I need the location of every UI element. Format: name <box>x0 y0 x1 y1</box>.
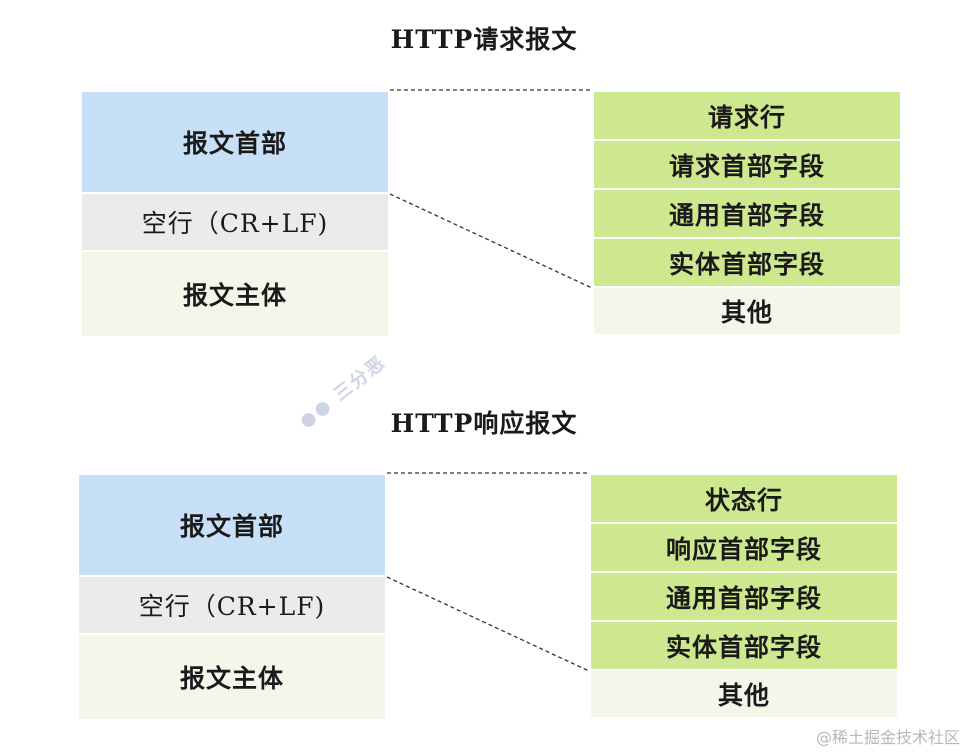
request-general-fields-box: 通用首部字段 <box>594 190 900 237</box>
request-title: HTTP请求报文 <box>390 25 578 54</box>
response-other-box: 其他 <box>591 671 897 717</box>
response-entity-fields-box: 实体首部字段 <box>591 622 897 669</box>
request-other-box: 其他 <box>594 288 900 334</box>
response-bottom-connector <box>386 576 590 672</box>
request-entity-fields-box: 实体首部字段 <box>594 239 900 286</box>
request-blank-line-box: 空行（CR+LF) <box>82 194 388 250</box>
request-header-box: 报文首部 <box>82 92 388 192</box>
site-credit: @稀土掘金技术社区 <box>815 728 960 747</box>
request-bottom-connector <box>389 193 593 289</box>
response-header-box: 报文首部 <box>79 475 385 575</box>
response-blank-line-box: 空行（CR+LF) <box>79 577 385 633</box>
request-header-fields-box: 请求首部字段 <box>594 141 900 188</box>
request-line-box: 请求行 <box>594 92 900 139</box>
status-line-box: 状态行 <box>591 475 897 522</box>
response-general-fields-box: 通用首部字段 <box>591 573 897 620</box>
request-body-box: 报文主体 <box>82 252 388 336</box>
response-header-fields-box: 响应首部字段 <box>591 524 897 571</box>
response-title: HTTP响应报文 <box>390 409 578 438</box>
response-body-box: 报文主体 <box>79 635 385 719</box>
